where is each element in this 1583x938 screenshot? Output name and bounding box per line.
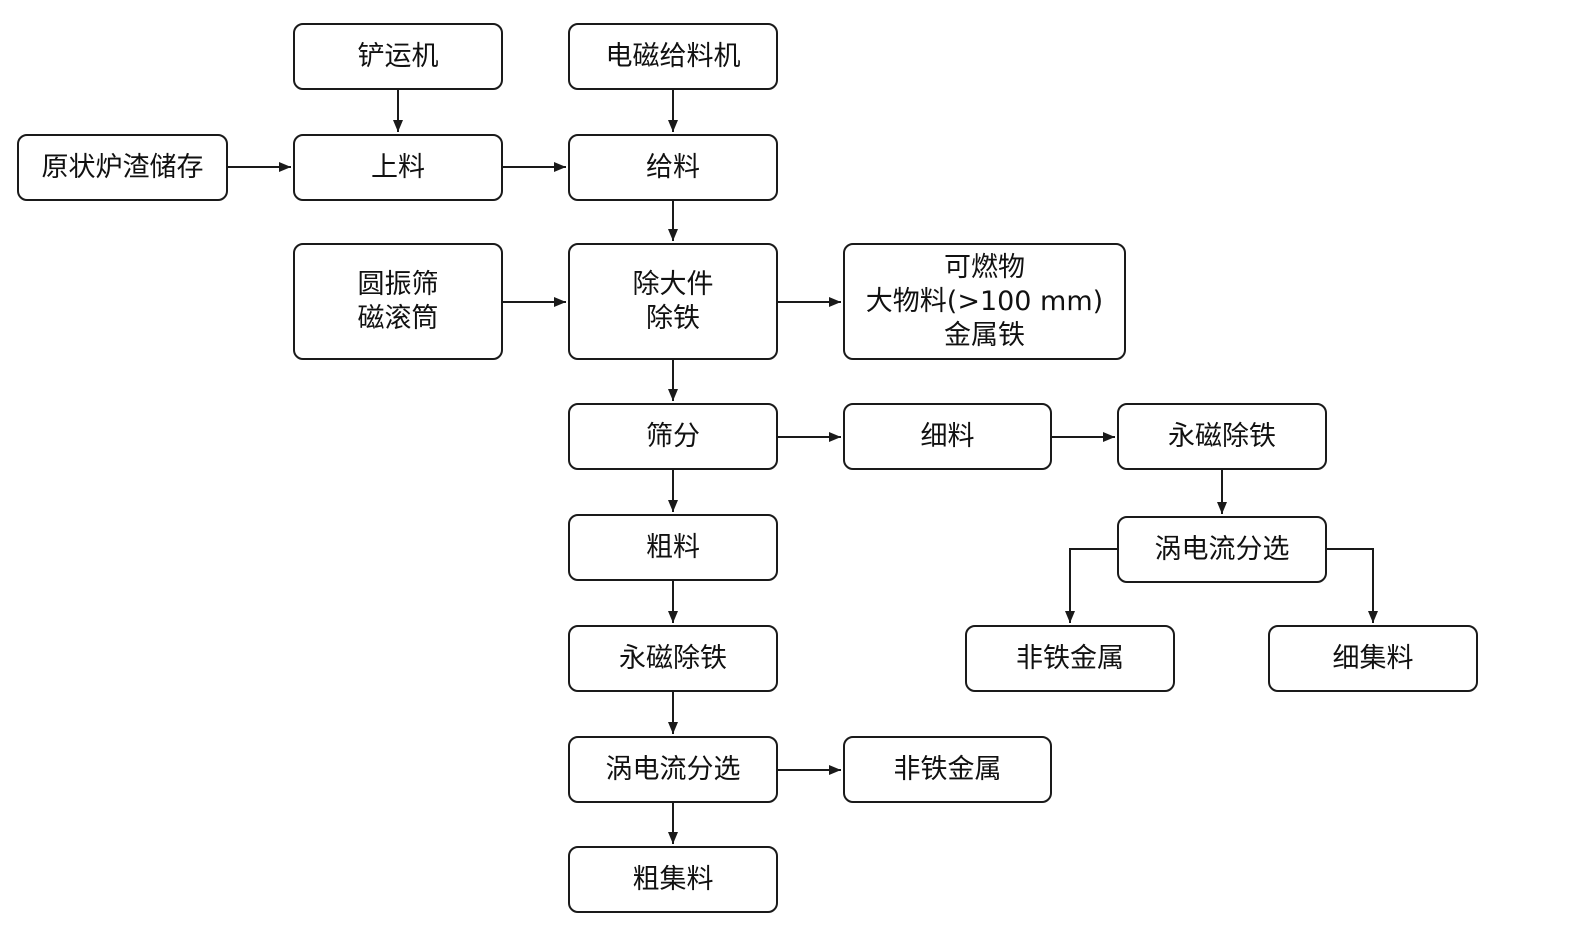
node-culiao: 粗料 (568, 514, 778, 581)
node-label: 可燃物 (944, 251, 1025, 283)
node-label: 永磁除铁 (1168, 420, 1276, 452)
arrowhead (554, 162, 566, 172)
node-yongci-fine: 永磁除铁 (1117, 403, 1327, 470)
node-label: 大物料(>100 mm) (865, 285, 1104, 317)
arrowhead (829, 297, 841, 307)
node-label: 粗料 (646, 531, 700, 563)
node-label: 粗集料 (632, 863, 714, 895)
arrowhead (1368, 611, 1378, 623)
node-woliu-fine: 涡电流分选 (1117, 516, 1327, 583)
arrowhead (668, 500, 678, 512)
node-feitie-fine: 非铁金属 (965, 625, 1175, 692)
node-yuanzhuang: 原状炉渣储存 (17, 134, 228, 201)
node-label: 给料 (646, 151, 700, 183)
node-label: 细集料 (1332, 642, 1414, 674)
node-label: 细料 (920, 420, 975, 452)
arrowhead (1103, 432, 1115, 442)
arrowhead (668, 229, 678, 241)
arrowhead (668, 120, 678, 132)
arrowhead (279, 162, 291, 172)
arrowhead (829, 765, 841, 775)
flow-arrow (1327, 548, 1374, 623)
node-label: 圆振筛 (357, 268, 439, 300)
flow-arrow (1069, 548, 1117, 623)
node-yuanzhenshai: 圆振筛 磁滚筒 (293, 243, 503, 360)
node-label: 非铁金属 (1016, 642, 1124, 674)
node-label: 铲运机 (357, 40, 439, 72)
node-label: 金属铁 (944, 319, 1025, 351)
node-chudajian: 除大件 除铁 (568, 243, 778, 360)
node-label: 除大件 (632, 268, 714, 300)
node-label: 原状炉渣储存 (41, 151, 204, 183)
arrowhead (829, 432, 841, 442)
node-label: 涡电流分选 (1154, 533, 1290, 565)
node-shangliao: 上料 (293, 134, 503, 201)
node-woliu-coarse: 涡电流分选 (568, 736, 778, 803)
node-kerans: 可燃物 大物料(>100 mm) 金属铁 (843, 243, 1126, 360)
arrowhead (554, 297, 566, 307)
arrowhead (668, 722, 678, 734)
node-label: 永磁除铁 (619, 642, 727, 674)
node-label: 除铁 (646, 302, 700, 334)
node-cujiliao: 粗集料 (568, 846, 778, 913)
node-label: 磁滚筒 (357, 302, 439, 334)
node-geiliao: 给料 (568, 134, 778, 201)
arrowhead (1217, 502, 1227, 514)
arrowhead (393, 120, 403, 132)
arrowhead (668, 389, 678, 401)
node-yongci-coarse: 永磁除铁 (568, 625, 778, 692)
node-label: 涡电流分选 (605, 753, 741, 785)
node-chanyunji: 铲运机 (293, 23, 503, 90)
node-shaifen: 筛分 (568, 403, 778, 470)
node-label: 上料 (371, 151, 425, 183)
node-feitie-coarse: 非铁金属 (843, 736, 1052, 803)
node-label: 非铁金属 (893, 753, 1002, 785)
node-label: 筛分 (646, 420, 700, 452)
node-label: 电磁给料机 (605, 40, 741, 72)
arrowhead (1065, 611, 1075, 623)
node-diancigeiliaoji: 电磁给料机 (568, 23, 778, 90)
node-xiliao: 细料 (843, 403, 1052, 470)
arrowhead (668, 611, 678, 623)
arrowhead (668, 832, 678, 844)
node-xijiliao: 细集料 (1268, 625, 1478, 692)
